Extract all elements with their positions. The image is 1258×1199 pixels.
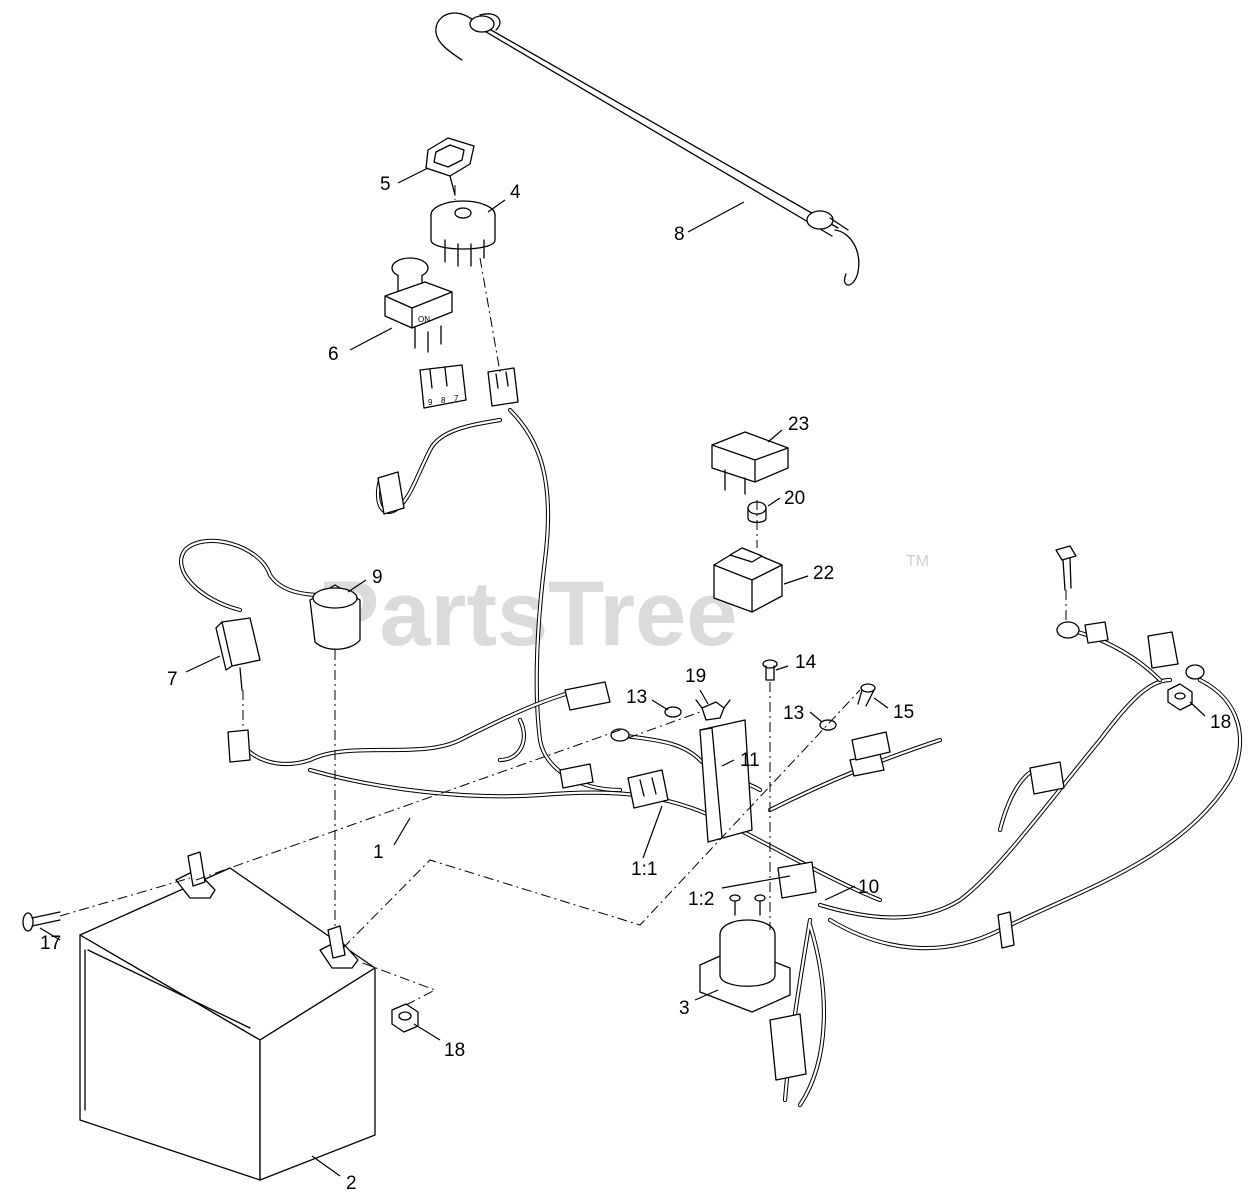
- part-10-rear-harness: [767, 621, 1243, 1108]
- part-6-pto-switch: ON: [384, 257, 453, 353]
- callout-10: 10: [858, 877, 879, 898]
- watermark: PartsTree TM: [318, 553, 929, 665]
- part-15-bolt: [857, 683, 876, 707]
- part-22-terminal-boot: [713, 547, 783, 613]
- callout-6: 6: [328, 344, 339, 365]
- part-23-terminal-cover: [711, 431, 789, 495]
- switch-connectors: 9 8 7: [419, 364, 519, 409]
- callout-5: 5: [380, 174, 391, 195]
- callout-19: 19: [685, 666, 706, 687]
- callout-14: 14: [795, 652, 817, 673]
- assembly-lines: [59, 185, 1067, 1006]
- part-9-relay-cover-and-loop: [178, 538, 361, 650]
- part-13-washers: [664, 706, 837, 731]
- part-7-relay: [215, 617, 261, 691]
- callout-3: 3: [679, 998, 690, 1019]
- part-5-key: [425, 137, 475, 196]
- callout-13b: 13: [783, 703, 804, 724]
- part-1-main-harness: [227, 407, 883, 903]
- callout-4: 4: [510, 182, 521, 203]
- callout-11: 11: [740, 750, 760, 771]
- part-2-battery: [79, 851, 376, 1181]
- harness-ground-bolt: [1055, 545, 1077, 591]
- callout-22: 22: [813, 563, 834, 584]
- part-11-ground-wire: [610, 719, 763, 843]
- connector-mark-a: 9: [428, 398, 433, 407]
- callout-13a: 13: [626, 687, 647, 708]
- callout-1-2: 1:2: [688, 889, 714, 910]
- callout-17: 17: [40, 933, 61, 954]
- connector-1-2: [777, 861, 817, 899]
- connector-mark-c: 7: [454, 394, 459, 403]
- callout-7: 7: [167, 669, 178, 690]
- part-3-solenoid: [699, 894, 791, 1013]
- part-19-wing-nut: [695, 699, 731, 721]
- part-18-nut-battery: [391, 1003, 419, 1033]
- callout-18a: 18: [444, 1040, 465, 1061]
- callout-2: 2: [346, 1173, 357, 1194]
- watermark-tm: TM: [906, 553, 929, 570]
- callout-9: 9: [372, 567, 383, 588]
- watermark-text: PartsTree: [318, 563, 737, 665]
- part-4-ignition-switch: [430, 200, 496, 267]
- callout-labels: 5 4 6 8 9 7 1 1:1 1:2 10 11 13 13 14 15 …: [40, 174, 1231, 1194]
- callout-23: 23: [788, 414, 809, 435]
- callout-1: 1: [373, 842, 384, 863]
- part-8-rod: [435, 12, 860, 286]
- callout-15: 15: [893, 702, 914, 723]
- connector-1-1: [627, 769, 669, 809]
- callout-18b: 18: [1210, 712, 1231, 733]
- callout-20: 20: [784, 488, 805, 509]
- part-17-bolt: [22, 911, 61, 932]
- leader-lines: [39, 167, 1206, 1177]
- part-14-bolt: [762, 659, 778, 681]
- connector-mark-b: 8: [441, 396, 446, 405]
- callout-1-1: 1:1: [631, 859, 657, 880]
- part-18-nut-harness: [1167, 683, 1193, 711]
- callout-8: 8: [674, 224, 685, 245]
- svg-text:ON: ON: [418, 315, 430, 324]
- connector-8pin: [851, 731, 891, 761]
